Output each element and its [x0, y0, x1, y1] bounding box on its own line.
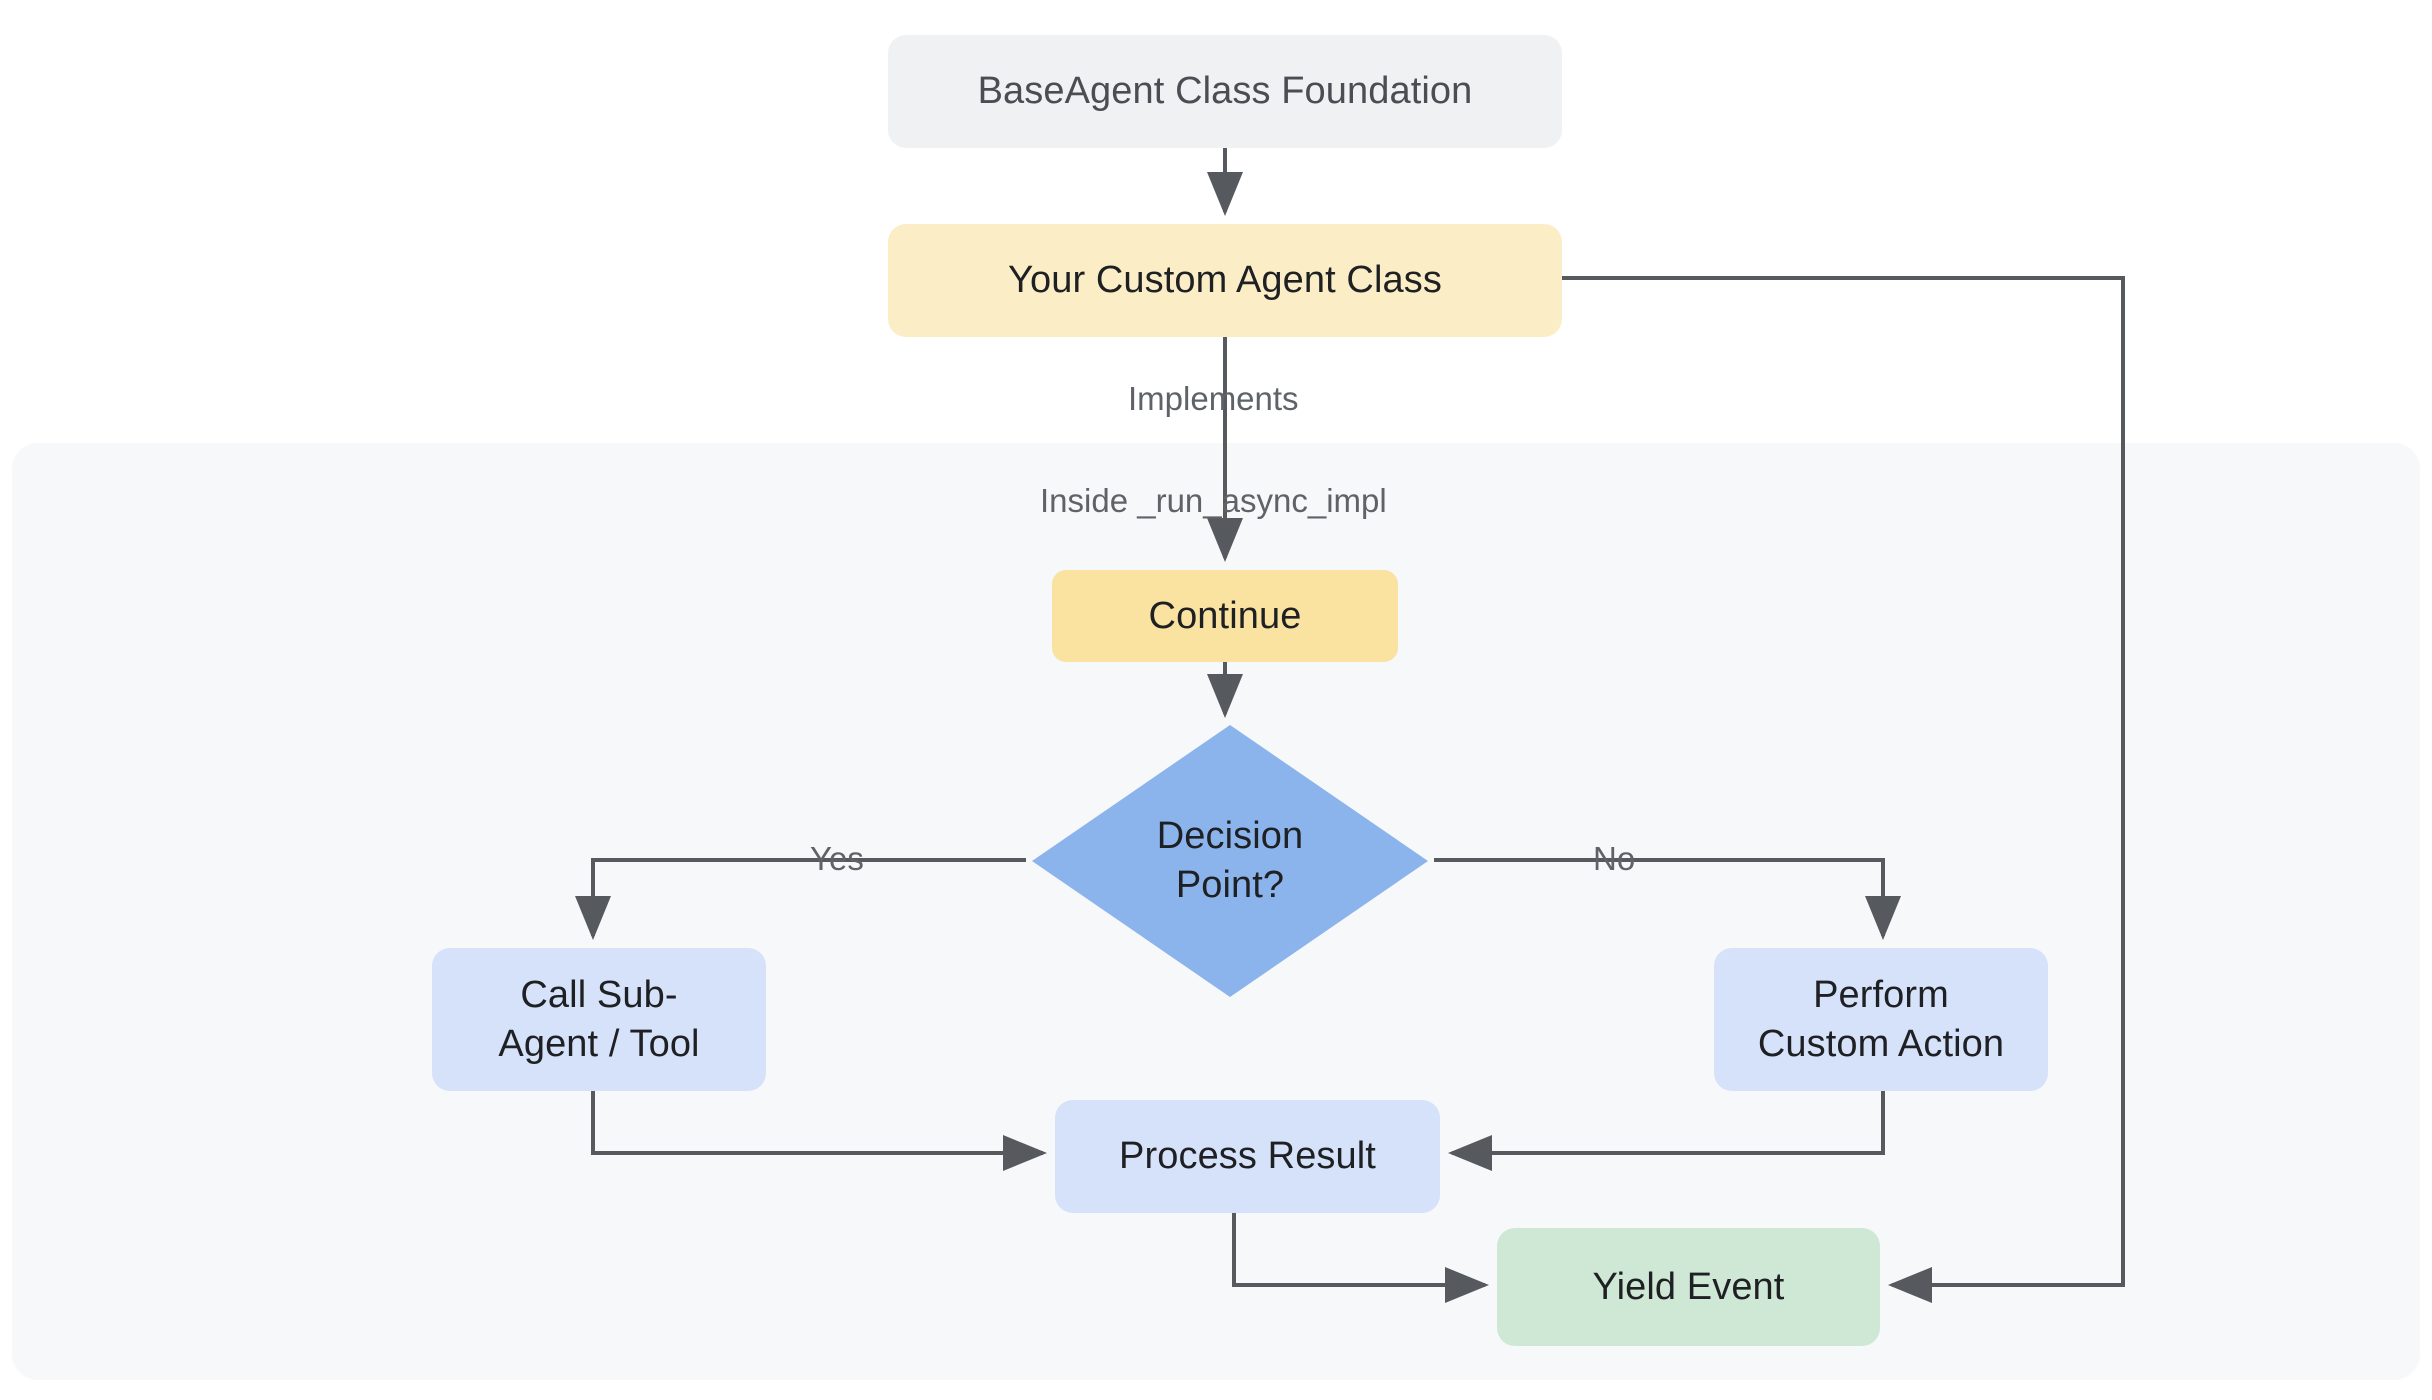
node-perform-custom-action-label: Perform Custom Action [1758, 971, 2004, 1068]
callsub-label-line-2: Agent / Tool [498, 1022, 700, 1065]
node-decision-point[interactable]: Decision Point? [1020, 725, 1440, 997]
edge-label-no: No [1593, 840, 1636, 877]
callsub-label-line-1: Call Sub- [520, 973, 678, 1016]
edge-label-implements: Implements [1128, 380, 1299, 417]
node-baseagent-class-foundation[interactable]: BaseAgent Class Foundation [888, 35, 1562, 148]
decision-label-line-2: Point? [1175, 864, 1285, 906]
perform-label-line-2: Custom Action [1757, 1022, 2005, 1065]
edge-label-yes: Yes [810, 840, 864, 877]
node-continue[interactable]: Continue [1052, 570, 1398, 662]
node-call-sub-agent-tool[interactable]: Call Sub- Agent / Tool [432, 948, 766, 1091]
node-process-result[interactable]: Process Result [1055, 1100, 1440, 1213]
node-yield-event[interactable]: Yield Event [1497, 1228, 1880, 1346]
node-your-custom-agent-class[interactable]: Your Custom Agent Class [888, 224, 1562, 337]
node-perform-custom-action[interactable]: Perform Custom Action [1714, 948, 2048, 1091]
node-decision-point-label: Decision Point? [1157, 812, 1304, 911]
node-call-sub-agent-tool-label: Call Sub- Agent / Tool [498, 971, 699, 1068]
edge-label-inside-run-async-impl: Inside _run_async_impl [1040, 482, 1387, 519]
decision-label-line-1: Decision [1156, 814, 1304, 857]
perform-label-line-1: Perform [1813, 973, 1949, 1016]
